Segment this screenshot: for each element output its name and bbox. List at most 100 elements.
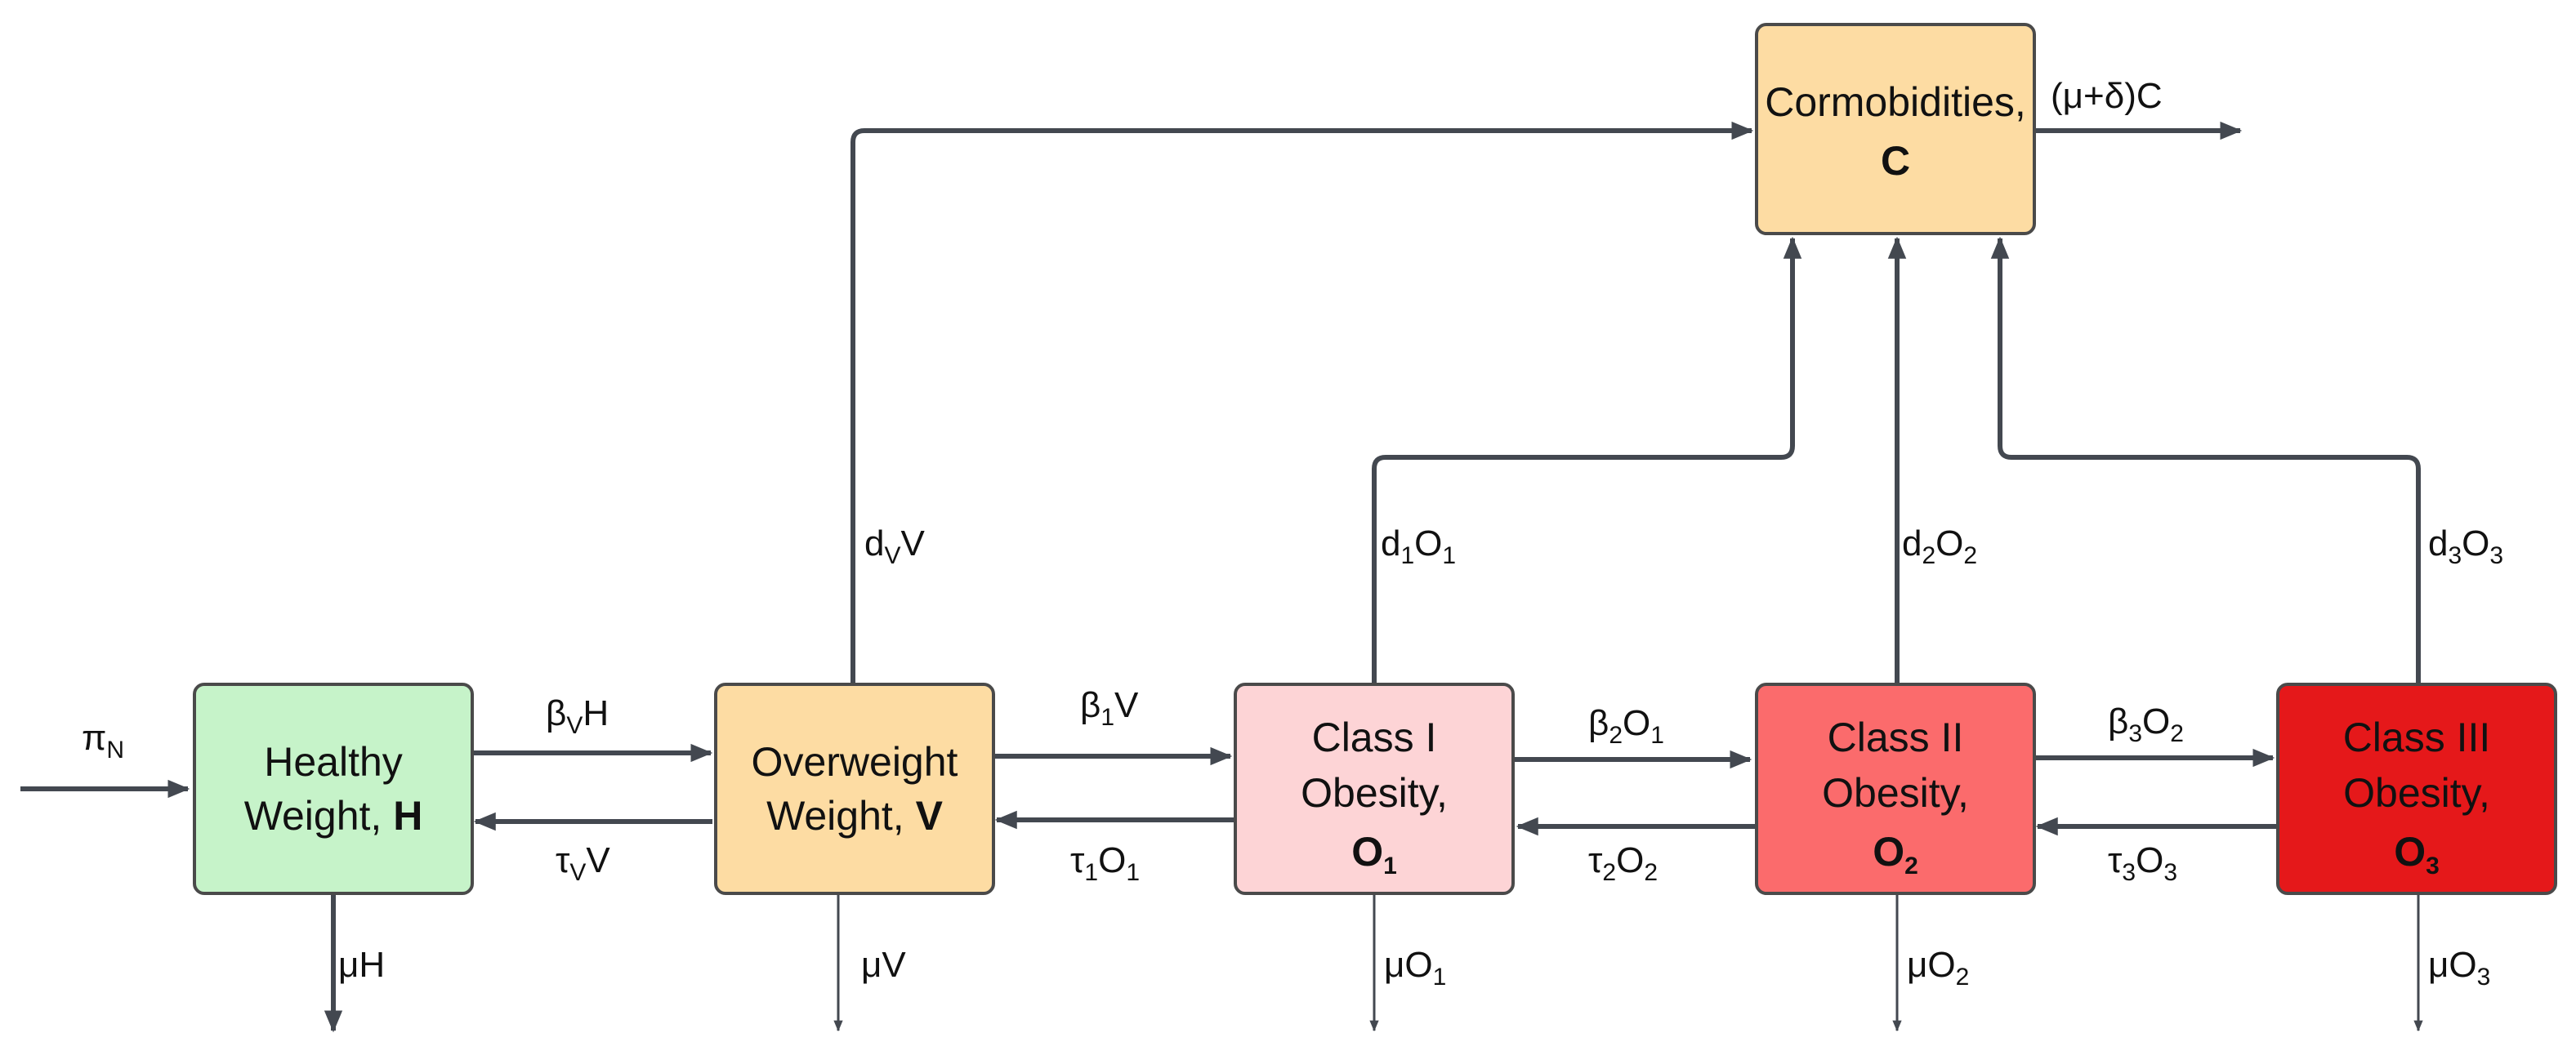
class1-line2: Obesity, <box>1301 770 1448 816</box>
class1-symbol: O <box>1351 829 1383 875</box>
svg-text:Healthy: Healthy <box>264 739 403 785</box>
beta-3-label: β <box>2108 701 2128 741</box>
comorbidities-symbol: C <box>1881 138 1910 184</box>
svg-text:τ3O3: τ3O3 <box>2108 840 2177 886</box>
recruitment-label: π <box>82 718 106 758</box>
d-2-label-tail-sub: 2 <box>1963 542 1977 569</box>
svg-text:dVV: dVV <box>864 523 926 569</box>
mu-v-label: μV <box>861 945 906 985</box>
tau-3-label-tail-sub: 3 <box>2163 859 2177 886</box>
svg-text:τ2O2: τ2O2 <box>1588 840 1658 886</box>
healthy-line2: Weight, <box>244 793 382 839</box>
beta-2-label-tail-sub: 1 <box>1650 722 1664 749</box>
tau-1-label: τ <box>1070 840 1085 880</box>
flow-labels: πN βVH τVV β1V τ1O1 β2O1 τ2O2 β3O2 τ3O3 … <box>82 76 2503 991</box>
svg-text:d1O1: d1O1 <box>1381 523 1456 569</box>
d-v-label-sub: V <box>884 542 900 569</box>
class3-line2: Obesity, <box>2343 770 2490 816</box>
beta-2-label-tail: O <box>1623 703 1650 743</box>
d-2-label-tail: O <box>1935 523 1963 563</box>
beta-3-label-tail-sub: 2 <box>2170 720 2184 747</box>
tau-3-label: τ <box>2108 840 2123 880</box>
tau-v-label-tail: V <box>586 840 610 880</box>
beta-v-label-sub: V <box>566 712 583 739</box>
d-1-label-tail: O <box>1414 523 1442 563</box>
svg-text:μO1: μO1 <box>1384 945 1446 991</box>
tau-2-label-tail: O <box>1616 840 1644 880</box>
svg-text:C: C <box>1881 138 1910 184</box>
class1-box <box>1234 683 1515 895</box>
beta-1-label-sub: 1 <box>1100 704 1114 731</box>
healthy-node: Healthy Weight, H <box>193 683 474 895</box>
svg-text:Overweight: Overweight <box>752 739 958 785</box>
mu-3-label: μO <box>2428 945 2477 985</box>
o3-to-c-arrow <box>1990 236 2421 683</box>
svg-text:Obesity,: Obesity, <box>1301 770 1448 816</box>
d-3-label-sub: 3 <box>2448 542 2462 569</box>
v-to-c-arrow <box>850 121 1754 683</box>
svg-text:Class I: Class I <box>1312 715 1437 760</box>
class1-symbol-sub: 1 <box>1383 853 1397 880</box>
svg-text:μH: μH <box>338 945 385 985</box>
class2-box <box>1755 683 2036 895</box>
overweight-node: Overweight Weight, V <box>714 683 995 895</box>
d-2-label: d <box>1902 523 1922 563</box>
svg-text:βVH: βVH <box>546 693 609 739</box>
class3-symbol: O <box>2394 829 2426 875</box>
svg-text:Weight, V: Weight, V <box>766 793 944 839</box>
class2-symbol-sub: 2 <box>1904 853 1918 880</box>
tau-v-label-sub: V <box>569 859 586 886</box>
class2-node: Class II Obesity, O2 <box>1755 683 2036 895</box>
overweight-symbol: V <box>916 793 944 839</box>
d-v-label-tail: V <box>901 523 926 563</box>
svg-text:Weight, H: Weight, H <box>244 793 423 839</box>
svg-text:Obesity,: Obesity, <box>2343 770 2490 816</box>
tau-1-label-sub: 1 <box>1084 859 1098 886</box>
class1-node: Class I Obesity, O1 <box>1234 683 1515 895</box>
overweight-box <box>714 683 995 895</box>
beta-v-label: β <box>546 693 566 733</box>
beta-3-label-tail: O <box>2142 701 2170 741</box>
svg-text:τVV: τVV <box>556 840 610 886</box>
svg-text:Class II: Class II <box>1828 715 1964 760</box>
svg-text:μO2: μO2 <box>1907 945 1969 991</box>
healthy-symbol: H <box>393 793 422 839</box>
d-3-label: d <box>2428 523 2448 563</box>
svg-text:πN: πN <box>82 718 124 764</box>
svg-text:Obesity,: Obesity, <box>1822 770 1969 816</box>
mu-delta-c-label: (μ+δ)C <box>2051 76 2163 116</box>
d-1-label-sub: 1 <box>1400 542 1414 569</box>
mu-2-label: μO <box>1907 945 1956 985</box>
overweight-line2: Weight, <box>766 793 904 839</box>
comorbidities-line1: Cormobidities, <box>1765 79 2026 125</box>
beta-1-label: β <box>1080 685 1100 725</box>
svg-text:O1: O1 <box>1351 829 1397 880</box>
d-3-label-tail: O <box>2462 523 2489 563</box>
arrows <box>20 121 2423 1033</box>
svg-text:O3: O3 <box>2394 829 2440 880</box>
beta-3-label-sub: 3 <box>2128 720 2142 747</box>
class3-line1: Class III <box>2343 715 2491 760</box>
tau-v-label: τ <box>556 840 570 880</box>
tau-2-label-tail-sub: 2 <box>1644 859 1658 886</box>
class3-box <box>2276 683 2557 895</box>
svg-text:τ1O1: τ1O1 <box>1070 840 1140 886</box>
comorbidities-node: Cormobidities, C <box>1755 23 2036 235</box>
class3-node: Class III Obesity, O3 <box>2276 683 2557 895</box>
class1-line1: Class I <box>1312 715 1437 760</box>
svg-text:β1V: β1V <box>1080 685 1139 731</box>
tau-3-label-sub: 3 <box>2122 859 2136 886</box>
d-3-label-tail-sub: 3 <box>2489 542 2503 569</box>
d-1-label-tail-sub: 1 <box>1442 542 1456 569</box>
tau-2-label-sub: 2 <box>1602 859 1616 886</box>
overweight-line1: Overweight <box>752 739 958 785</box>
svg-text:Class III: Class III <box>2343 715 2491 760</box>
d-1-label: d <box>1381 523 1400 563</box>
class3-symbol-sub: 3 <box>2426 853 2440 880</box>
beta-1-label-tail: V <box>1114 685 1139 725</box>
mu-1-label-sub: 1 <box>1433 964 1447 991</box>
healthy-line1: Healthy <box>264 739 403 785</box>
svg-text:d3O3: d3O3 <box>2428 523 2503 569</box>
svg-text:(μ+δ)C: (μ+δ)C <box>2051 76 2163 116</box>
